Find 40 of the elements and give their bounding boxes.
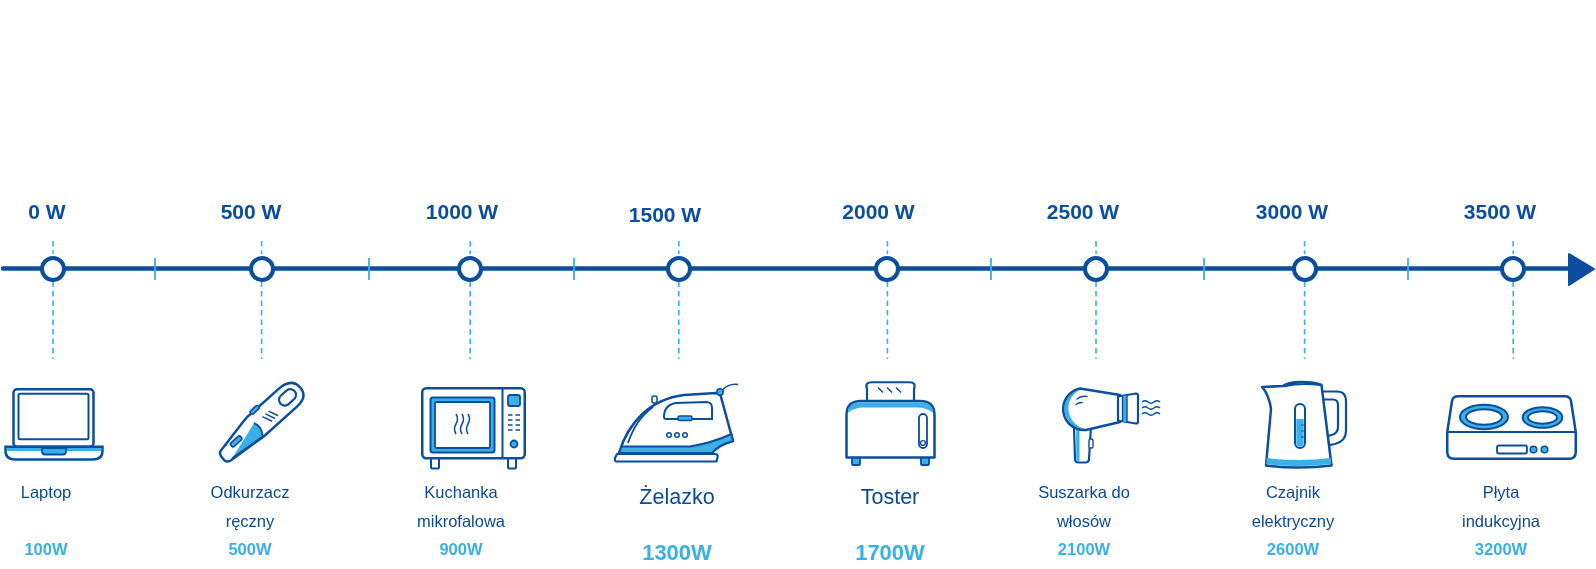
scale-label: 1500 W [628,203,702,227]
marker-circle [1500,255,1527,282]
appliance-name: Toster [860,483,920,511]
power-value: 3200W [1474,538,1528,559]
power-value: 1300W [642,541,712,566]
dashed-connector [1512,280,1514,360]
scale-label: 0 W [28,200,66,224]
power-value: 1700W [855,541,925,566]
appliance-name: Płyta indukcyjna [1461,482,1541,532]
dashed-connector [886,280,889,360]
appliance-name: Czajnik elektryczny [1250,482,1336,532]
marker-circle [1083,255,1109,282]
marker-circle [1291,255,1318,282]
power-value: 500W [228,538,272,559]
marker-circle [665,255,692,282]
dashed-connector [1303,280,1306,360]
scale-label: 3500 W [1463,200,1537,224]
scale-label: 500 W [220,200,282,224]
scale-label: 2500 W [1046,200,1120,224]
marker-circle [874,255,901,282]
dashed-connector [1095,280,1097,360]
scale-label: 3000 W [1255,200,1329,224]
scale-label: 1000 W [425,200,499,224]
marker-circle [40,255,66,282]
power-value: 900W [439,538,483,559]
appliance-name: Odkurzacz ręczny [209,482,291,532]
marker-circle [248,255,275,282]
dashed-connector [678,280,680,360]
marker-circle [457,255,484,282]
dashed-connector [260,280,263,360]
dashed-connector [52,280,54,360]
appliance-name: Kuchanka mikrofalowa [416,482,506,532]
appliance-name: Suszarka do włosów [1037,482,1131,532]
power-value: 100W [24,538,68,559]
appliance-name: Laptop [20,482,72,503]
power-value: 2600W [1266,538,1320,559]
dashed-connector [469,280,471,360]
appliance-name: Żelazko [639,483,715,511]
power-value: 2100W [1057,538,1111,559]
scale-label: 2000 W [842,200,915,224]
